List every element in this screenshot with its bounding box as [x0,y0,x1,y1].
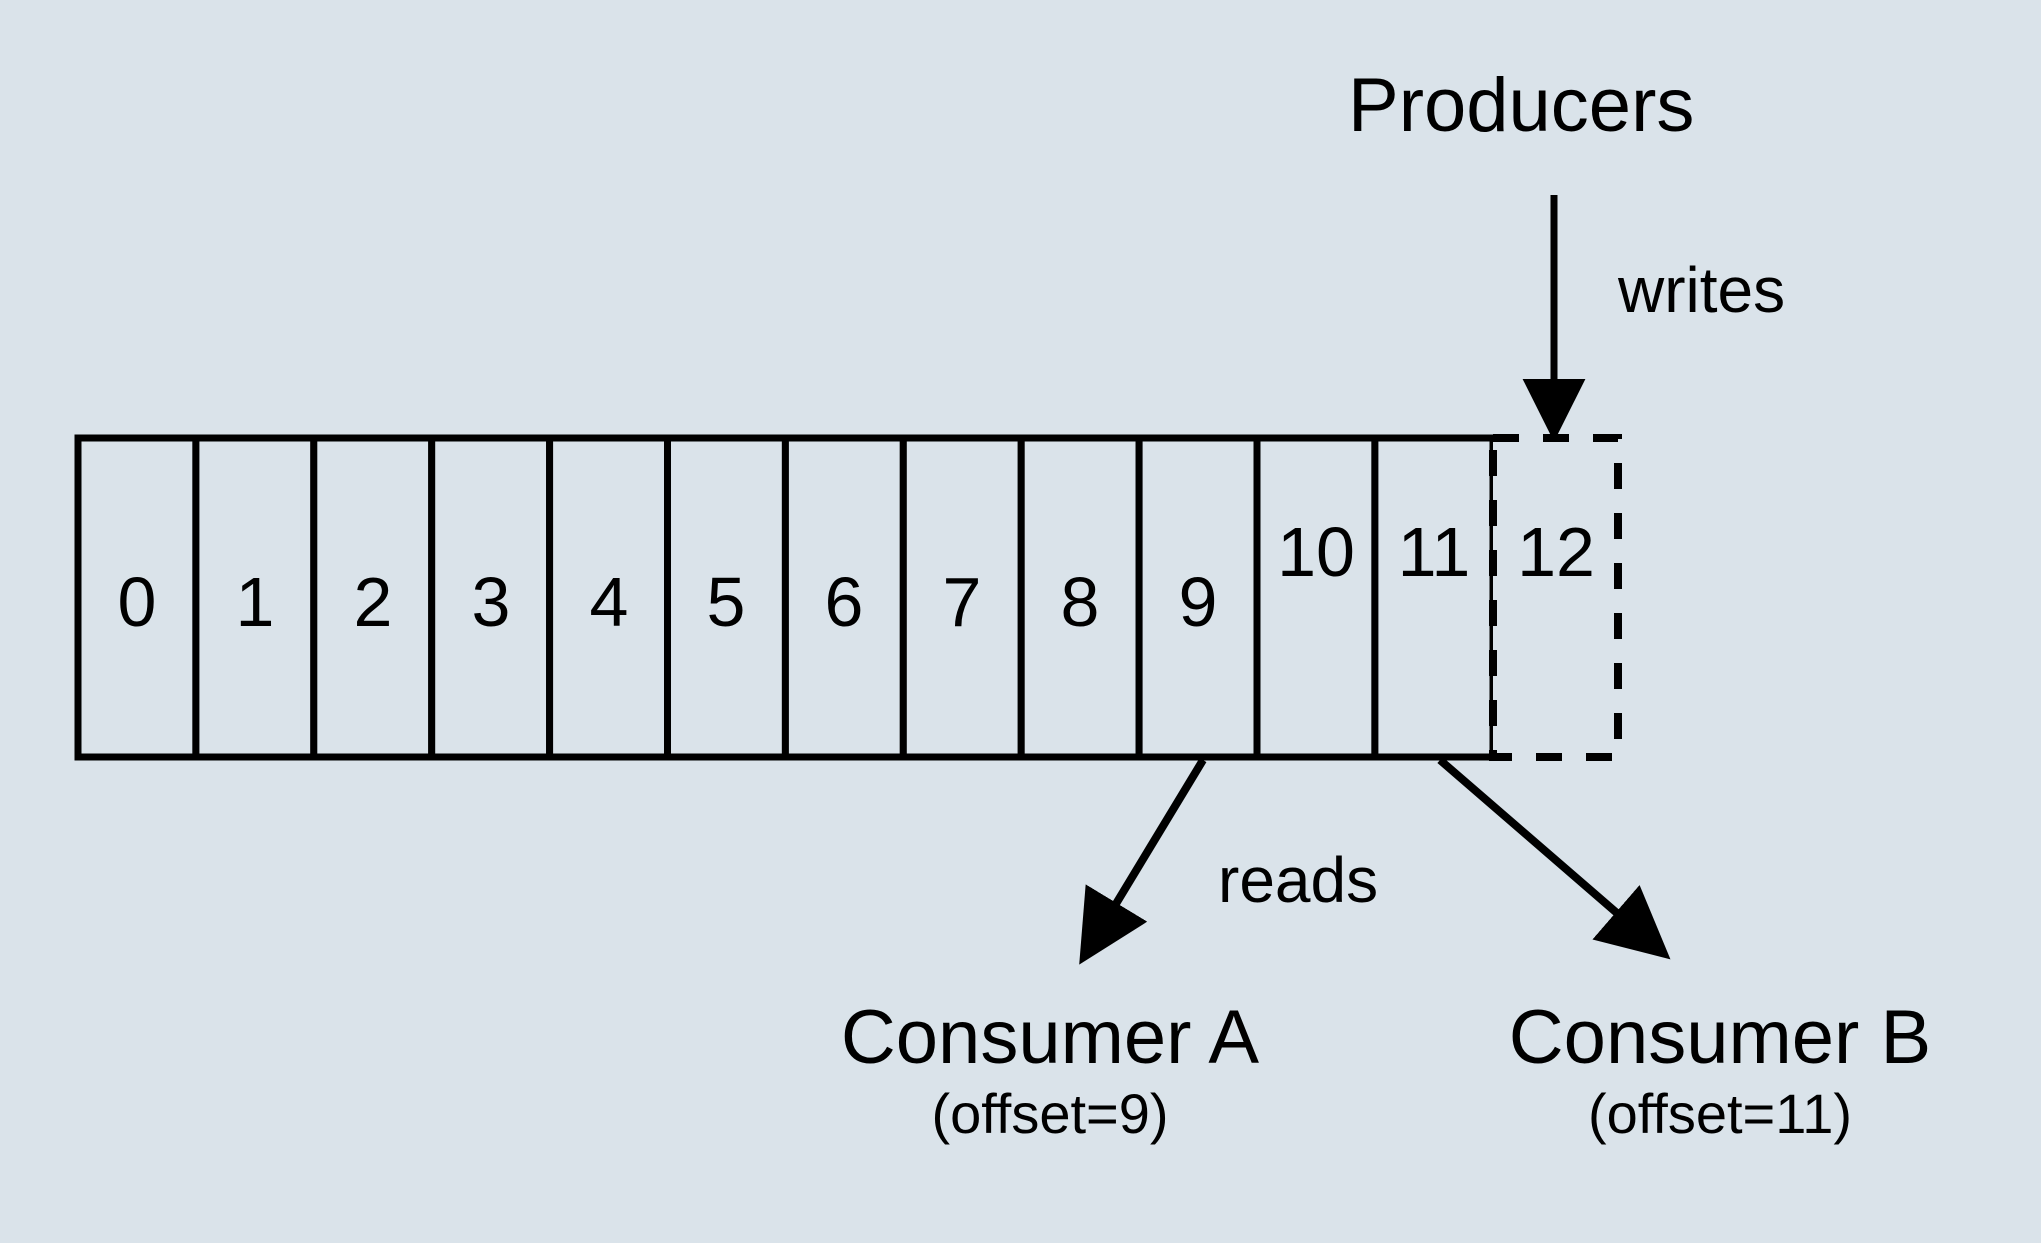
consumer-b-name: Consumer B [1508,995,1932,1080]
consumer-a-block: Consumer A (offset=9) [770,1000,1330,1152]
consumer-b-block: Consumer B (offset=11) [1440,1000,2000,1152]
log-committed-cells [74,434,1497,761]
consumer-a-read-arrow [1079,757,1207,965]
log-pending-cell [1489,434,1622,761]
producers-label: Producers [1348,63,1695,148]
consumer-b-read-arrow [1437,756,1671,960]
reads-label: reads [1218,844,1379,916]
consumer-a-name: Consumer A [840,995,1260,1080]
consumer-a-offset: (offset=9) [931,1082,1169,1145]
writes-label: writes [1618,254,1786,326]
consumer-b-offset: (offset=11) [1587,1082,1853,1145]
